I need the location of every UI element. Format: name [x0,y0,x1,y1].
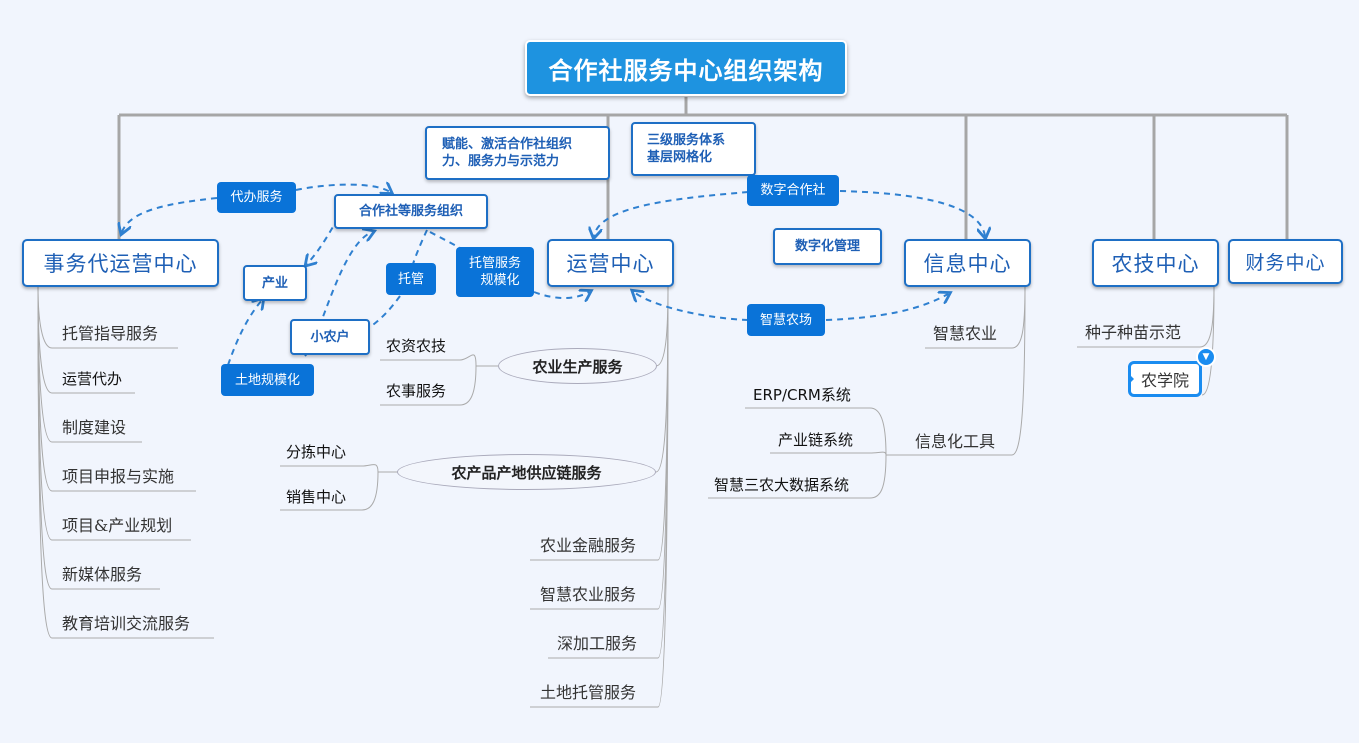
note-smallholder[interactable]: 小农户 [290,319,370,355]
supply-chain-child[interactable]: 销售中心 [286,488,347,506]
operations-supply-chain[interactable]: 农产品产地供应链服务 [397,454,656,490]
note-industry[interactable]: 产业 [243,265,307,301]
agritech-branches [1077,286,1215,396]
affairs-child[interactable]: 项目&产业规划 [62,516,173,535]
center-agritech-node[interactable]: 农技中心 [1092,239,1219,287]
info-child-it-tools[interactable]: 信息化工具 [915,432,996,451]
affairs-child[interactable]: 制度建设 [62,418,127,437]
relation-proxy-service[interactable]: 代办服务 [217,182,296,213]
collapse-toggle-icon[interactable]: ▼ [1196,347,1216,367]
affairs-child[interactable]: 托管指导服务 [62,324,159,343]
relation-trusteeship-scale[interactable]: 托管服务 规模化 [456,247,534,297]
operations-child[interactable]: 智慧农业服务 [540,585,637,604]
relation-arrows [122,185,985,366]
operations-child[interactable]: 土地托管服务 [540,683,637,702]
it-tools-child[interactable]: 产业链系统 [778,431,854,449]
supply-chain-child[interactable]: 分拣中心 [286,443,347,461]
note-empower-line-2: 力、服务力与示范力 [442,154,560,169]
affairs-branches [37,286,214,639]
it-tools-child[interactable]: ERP/CRM系统 [753,386,851,404]
relation-trusteeship-scale-line-2: 规模化 [480,273,520,288]
affairs-child[interactable]: 项目申报与实施 [62,467,175,486]
relation-smart-farm[interactable]: 智慧农场 [747,304,825,336]
affairs-child[interactable]: 教育培训交流服务 [62,614,191,633]
relation-digital-coop[interactable]: 数字合作社 [747,175,839,206]
agri-production-child[interactable]: 农资农技 [386,337,447,355]
operations-agri-production[interactable]: 农业生产服务 [498,348,657,384]
agri-production-child[interactable]: 农事服务 [386,382,447,400]
note-empower[interactable]: 赋能、激活合作社组织 力、服务力与示范力 [425,126,610,180]
relation-land-scale[interactable]: 土地规模化 [221,364,314,396]
root-node[interactable]: 合作社服务中心组织架构 [525,40,847,96]
operations-branches [280,286,669,708]
agritech-child-seed-demo[interactable]: 种子种苗示范 [1085,323,1182,342]
operations-child[interactable]: 深加工服务 [557,634,638,653]
center-affairs-node[interactable]: 事务代运营中心 [22,239,219,287]
note-coop-org[interactable]: 合作社等服务组织 [334,194,488,229]
relation-trusteeship-scale-line-1: 托管服务 [468,256,521,271]
center-operations-node[interactable]: 运营中心 [547,239,674,287]
note-three-level-line-2: 基层网格化 [647,150,713,165]
note-empower-line-1: 赋能、激活合作社组织 [442,137,573,152]
center-info-node[interactable]: 信息中心 [904,239,1031,287]
note-three-level-line-1: 三级服务体系 [647,133,726,148]
info-child-smart-agri[interactable]: 智慧农业 [933,324,998,343]
note-three-level[interactable]: 三级服务体系 基层网格化 [631,122,756,176]
operations-child[interactable]: 农业金融服务 [540,536,637,555]
affairs-child[interactable]: 新媒体服务 [62,565,143,584]
selection-marker-icon [1128,373,1134,385]
agritech-child-agri-college-selected[interactable]: 农学院 [1128,361,1202,397]
info-branches [708,286,1026,499]
affairs-child[interactable]: 运营代办 [62,370,123,388]
note-digital-mgmt[interactable]: 数字化管理 [773,228,882,265]
relation-trusteeship[interactable]: 托管 [386,263,436,295]
it-tools-child[interactable]: 智慧三农大数据系统 [714,476,850,494]
center-finance-node[interactable]: 财务中心 [1228,239,1343,284]
